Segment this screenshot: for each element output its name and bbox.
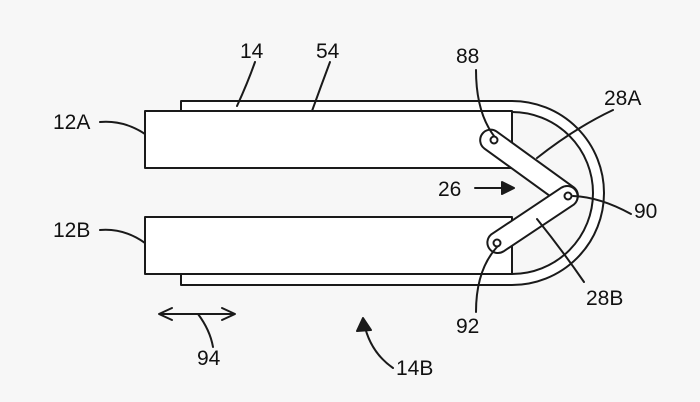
label-92: 92: [456, 315, 480, 338]
leader-12B: [99, 228, 146, 244]
leader-88: [475, 69, 495, 137]
lower-link: [486, 184, 579, 255]
label-14: 14: [240, 40, 264, 63]
leader-28A: [536, 109, 614, 159]
label-26: 26: [438, 178, 462, 201]
motion-arrow-94-right-head: [221, 307, 236, 321]
label-14B: 14B: [396, 357, 434, 380]
upper-device-body: [144, 110, 513, 169]
leader-14: [236, 61, 256, 107]
arrow-14B-head: [356, 317, 372, 332]
leader-12A: [99, 120, 146, 135]
label-12A: 12A: [53, 111, 91, 134]
leader-92: [475, 246, 498, 313]
label-88: 88: [456, 45, 480, 68]
leader-94: [197, 313, 214, 348]
leader-28B: [536, 218, 585, 283]
arrow-26-head: [501, 181, 515, 195]
label-12B: 12B: [53, 219, 91, 242]
label-28A: 28A: [604, 87, 642, 110]
lower-device-body: [144, 216, 513, 275]
motion-arrow-94-left-head: [158, 307, 173, 321]
leader-90: [572, 195, 632, 215]
label-54: 54: [316, 40, 340, 63]
label-28B: 28B: [586, 287, 624, 310]
label-94: 94: [197, 347, 221, 370]
pin-90: [563, 191, 573, 201]
label-90: 90: [634, 200, 658, 223]
pin-88: [489, 135, 499, 145]
leader-54: [311, 61, 331, 112]
housing-band: [180, 100, 605, 286]
pin-92: [492, 238, 502, 248]
